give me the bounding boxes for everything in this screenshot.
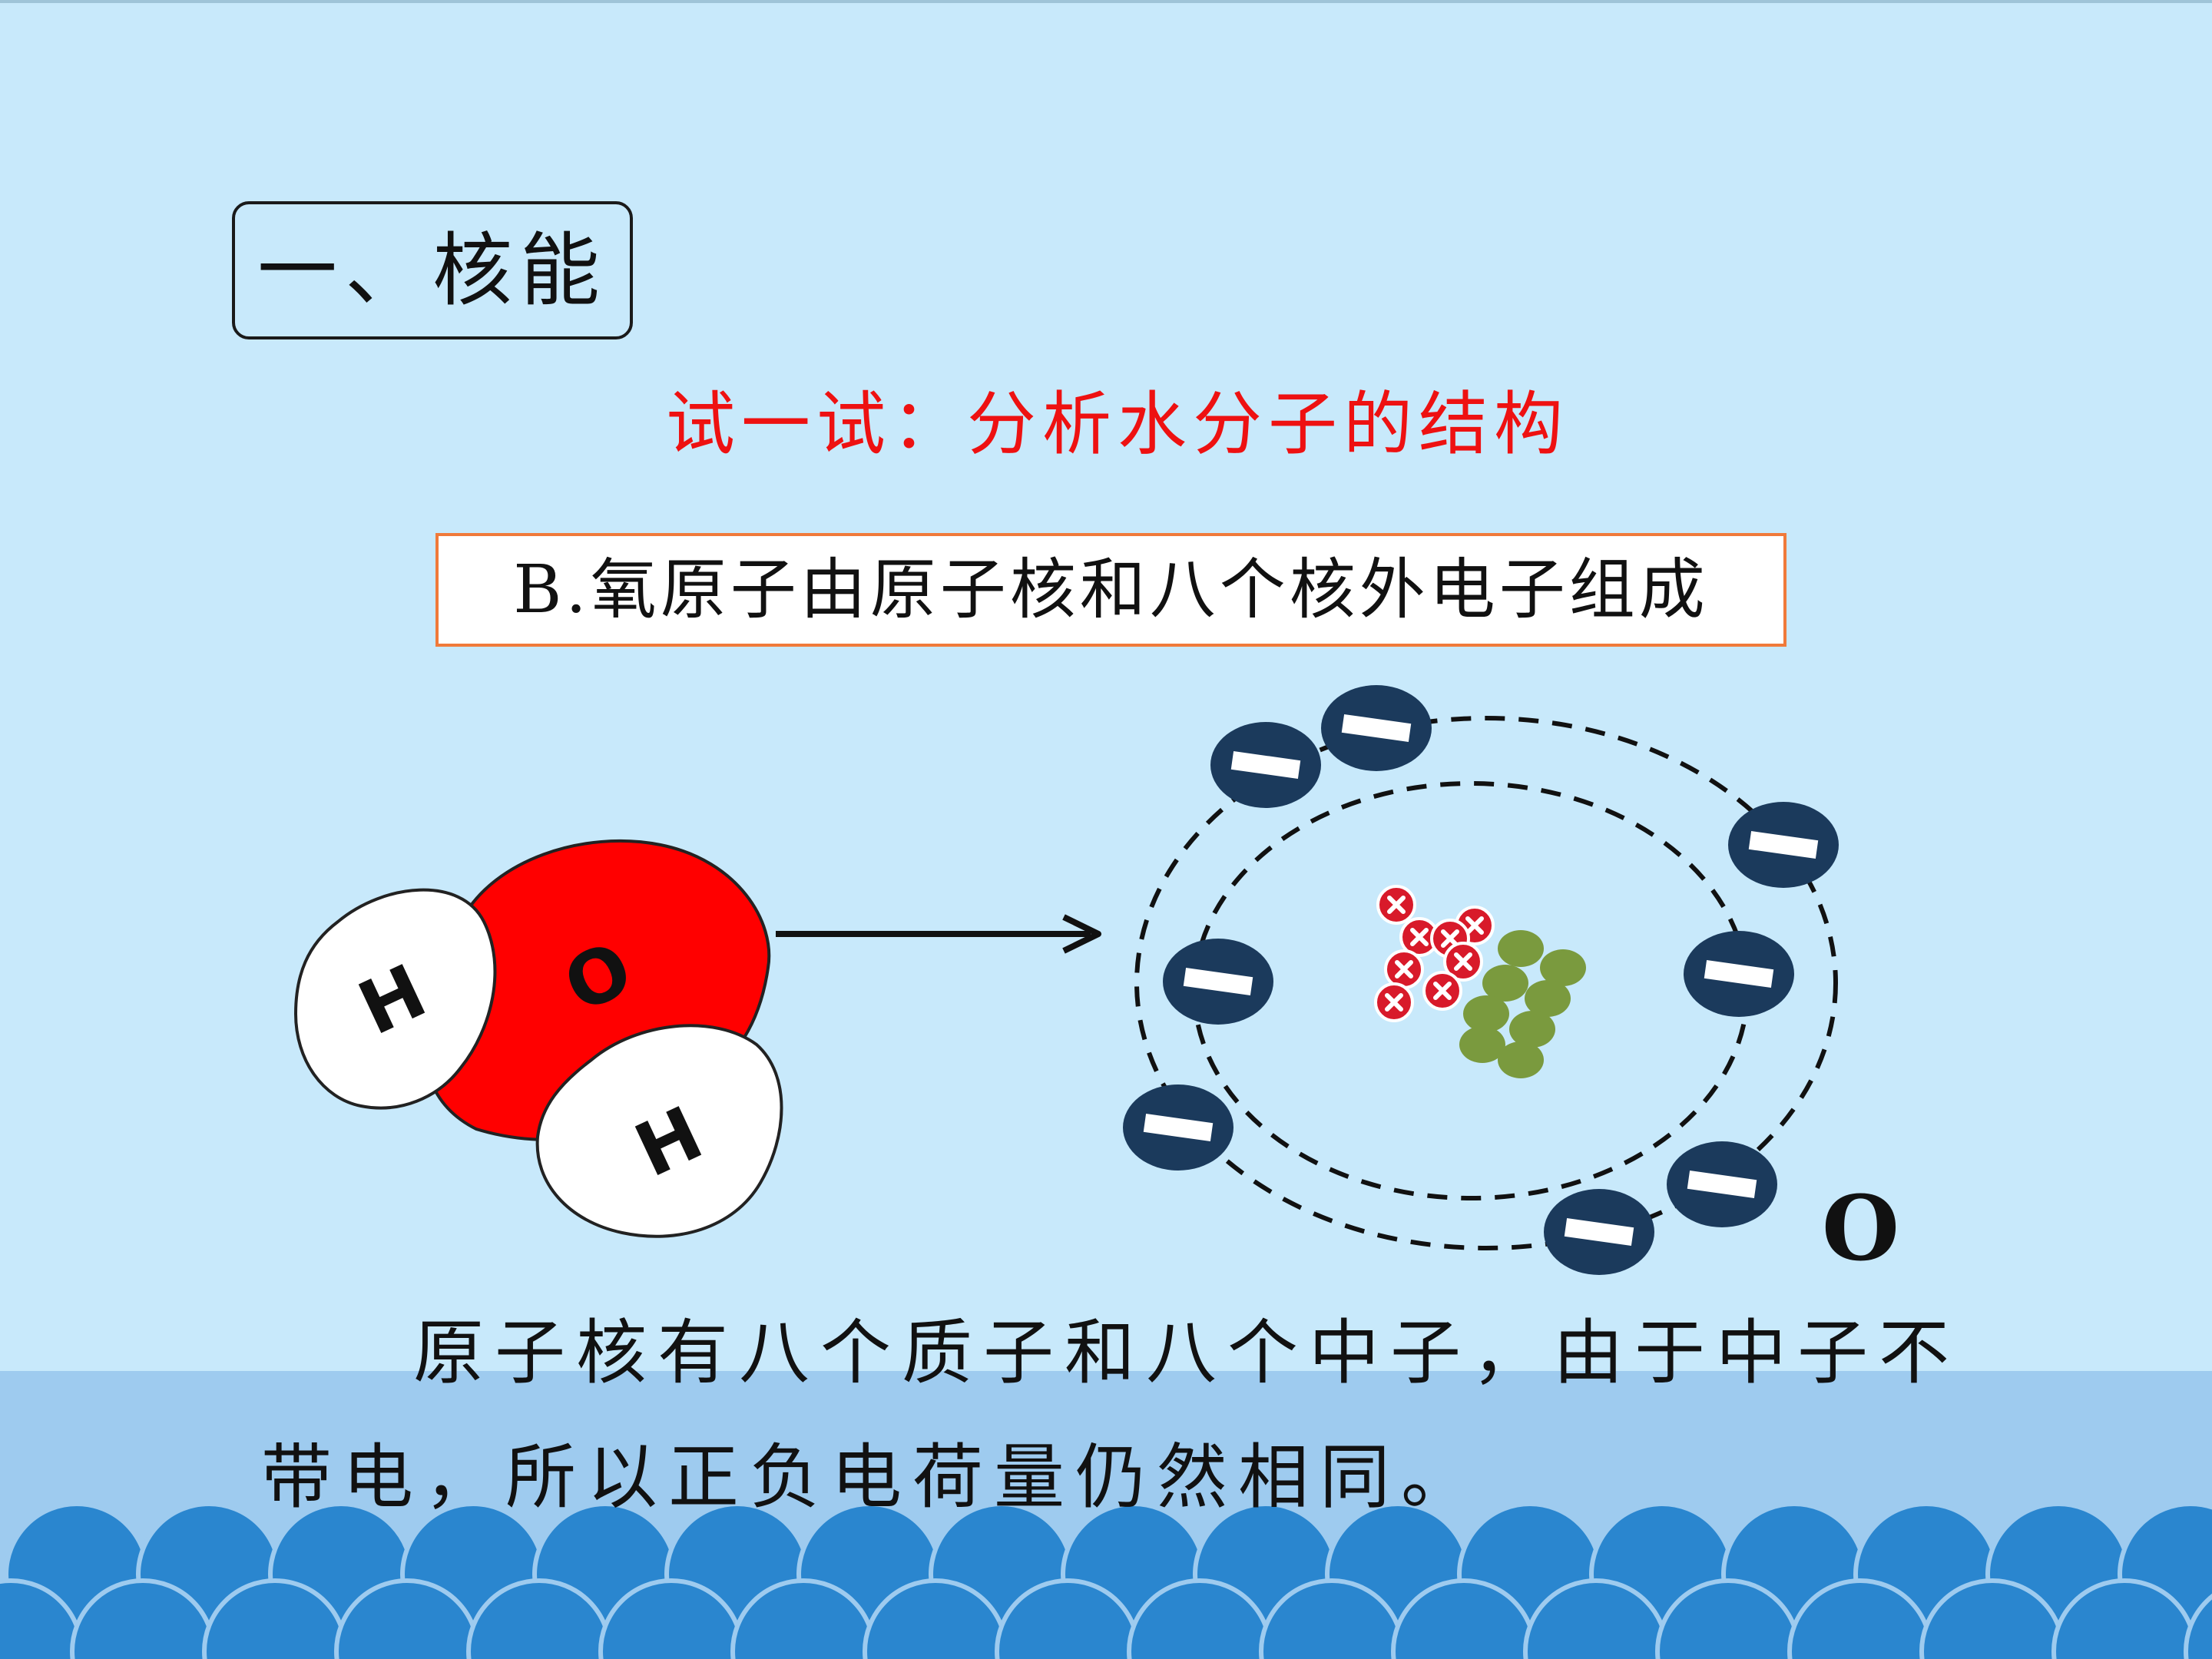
- neutron: [1525, 980, 1571, 1017]
- neutron: [1463, 995, 1509, 1032]
- neutron: [1498, 930, 1544, 967]
- nucleus: [1374, 885, 1586, 1078]
- electron-minus-sign: [1143, 1113, 1214, 1142]
- statement-box: B.氧原子由原子核和八个核外电子组成: [435, 533, 1786, 647]
- orbit-outer: [1134, 716, 1838, 1250]
- electron-minus-sign: [1341, 714, 1412, 743]
- electron-minus-sign: [1748, 830, 1819, 859]
- oxygen-label: O: [1822, 1177, 1900, 1281]
- neutron: [1459, 1026, 1505, 1063]
- proton-plus-sign: [1410, 928, 1429, 946]
- electron-minus-sign: [1183, 967, 1253, 996]
- orbit-inner: [1192, 781, 1750, 1200]
- top-border-line: [0, 0, 2212, 3]
- activity-subtitle: 试一试：分析水分子的结构: [666, 384, 1569, 465]
- wave-circle: [2184, 1593, 2212, 1659]
- neutron: [1498, 1041, 1544, 1078]
- proton-plus-sign: [1387, 896, 1406, 914]
- electron-minus-sign: [1230, 750, 1301, 780]
- electron-minus-sign: [1704, 959, 1774, 988]
- explanation-line-1: 原子核有八个质子和八个中子，由于中子不: [413, 1312, 1961, 1394]
- electron-minus-sign: [1687, 1170, 1757, 1199]
- proton-plus-sign: [1465, 916, 1484, 935]
- proton-plus-sign: [1385, 993, 1403, 1012]
- hydrogen-atom-right-shape: [535, 1024, 783, 1238]
- neutron: [1540, 949, 1586, 986]
- proton-plus-sign: [1433, 982, 1452, 1000]
- section-heading: 一、核能: [257, 224, 608, 317]
- proton-plus-sign: [1441, 929, 1459, 948]
- hydrogen-atom-left-shape: [293, 888, 497, 1110]
- electron-minus-sign: [1564, 1217, 1634, 1247]
- water-molecule: O H H: [293, 839, 783, 1238]
- explanation-line-2: 带电，所以正负电荷量仍然相同。: [261, 1436, 1483, 1518]
- proton-plus-sign: [1454, 952, 1472, 971]
- arrow: [776, 914, 1101, 954]
- neutron: [1482, 965, 1528, 1002]
- section-heading-box: 一、核能: [232, 201, 633, 339]
- statement-text: B.氧原子由原子核和八个核外电子组成: [513, 551, 1709, 628]
- neutron: [1509, 1011, 1555, 1048]
- wave-row-front: [0, 1578, 2212, 1659]
- electrons: [1123, 685, 1839, 1275]
- proton-plus-sign: [1395, 960, 1413, 979]
